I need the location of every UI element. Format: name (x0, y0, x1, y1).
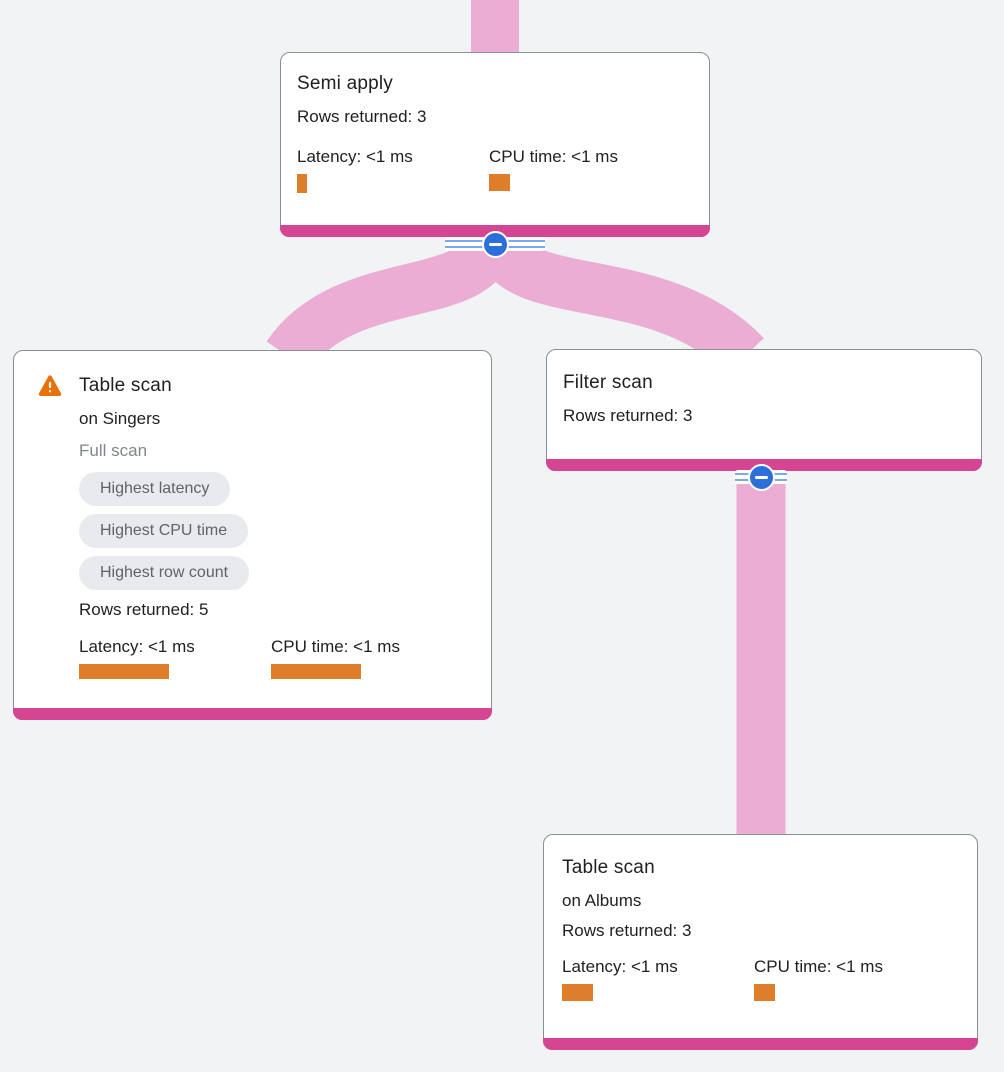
collapse-button[interactable] (747, 463, 775, 491)
badge-list: Highest latency Highest CPU time Highest… (79, 472, 475, 590)
latency-metric: Latency: <1 ms (562, 955, 754, 1001)
edge-semi-apply-to-filter-scan (475, 234, 764, 375)
rows-returned: Rows returned: 5 (79, 600, 209, 619)
plan-node-table-scan-albums[interactable]: Table scan on Albums Rows returned: 3 La… (543, 834, 978, 1050)
plan-node-semi-apply[interactable]: Semi apply Rows returned: 3 Latency: <1 … (280, 52, 710, 237)
collapse-control-semi-apply (445, 230, 545, 258)
badge-highest-cpu-time: Highest CPU time (79, 514, 249, 548)
node-title: Filter scan (563, 372, 653, 393)
collapse-control-filter-scan (735, 463, 787, 491)
rows-returned: Rows returned: 3 (563, 406, 693, 425)
cpu-time-bar (754, 984, 775, 1001)
cpu-time-bar (489, 174, 510, 191)
node-subtitle: on Singers (79, 409, 161, 428)
edge-semi-apply-to-table-scan-singers (266, 234, 515, 372)
latency-metric: Latency: <1 ms (79, 635, 271, 679)
scan-type: Full scan (79, 441, 148, 460)
latency-bar (562, 984, 593, 1001)
node-title: Semi apply (297, 73, 393, 94)
cpu-time-label: CPU time: <1 ms (271, 637, 400, 656)
node-accent-bar (13, 708, 492, 720)
node-title: Table scan (79, 375, 172, 396)
latency-label: Latency: <1 ms (297, 147, 413, 166)
badge-highest-latency: Highest latency (79, 472, 231, 506)
metrics-row: Latency: <1 ms CPU time: <1 ms (562, 955, 959, 1001)
cpu-time-bar (271, 664, 361, 679)
node-subtitle: on Albums (562, 891, 642, 910)
metrics-row: Latency: <1 ms CPU time: <1 ms (297, 145, 693, 193)
latency-metric: Latency: <1 ms (297, 145, 489, 193)
latency-label: Latency: <1 ms (79, 637, 195, 656)
plan-node-table-scan-singers[interactable]: Table scan on Singers Full scan Highest … (13, 350, 492, 720)
minus-icon (488, 242, 502, 246)
warning-icon (38, 375, 62, 397)
node-accent-bar (543, 1038, 978, 1050)
cpu-time-label: CPU time: <1 ms (754, 957, 883, 976)
metrics-row: Latency: <1 ms CPU time: <1 ms (79, 635, 475, 679)
cpu-metric: CPU time: <1 ms (489, 145, 681, 193)
rows-returned: Rows returned: 3 (297, 107, 427, 126)
collapse-button[interactable] (481, 230, 509, 258)
minus-icon (754, 475, 768, 479)
rows-returned: Rows returned: 3 (562, 921, 692, 940)
cpu-time-label: CPU time: <1 ms (489, 147, 618, 166)
cpu-metric: CPU time: <1 ms (754, 955, 946, 1001)
cpu-metric: CPU time: <1 ms (271, 635, 463, 679)
latency-bar (79, 664, 169, 679)
latency-bar (297, 174, 307, 193)
latency-label: Latency: <1 ms (562, 957, 678, 976)
plan-node-filter-scan[interactable]: Filter scan Rows returned: 3 (546, 349, 982, 471)
badge-highest-row-count: Highest row count (79, 556, 250, 590)
node-title: Table scan (562, 857, 655, 878)
